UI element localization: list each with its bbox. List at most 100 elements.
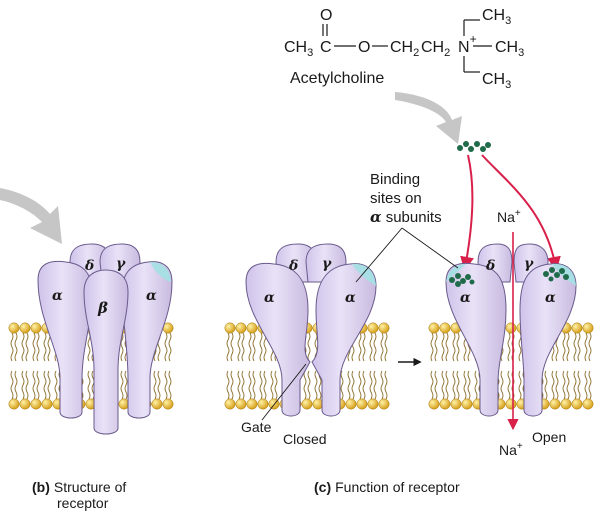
lipid-tail (500, 370, 504, 400)
svg-text:α subunits: α subunits (370, 208, 442, 226)
lipid-tail (164, 332, 168, 362)
subunit-alpha-b-right: α (146, 288, 157, 304)
carbonyl-oxygen: O (320, 7, 332, 24)
lipid-tail (120, 332, 124, 362)
lipid-head (246, 322, 258, 334)
methylene-1: CH2 (390, 39, 419, 59)
subunit-alpha-open-right: α (545, 290, 556, 306)
lipid-head (8, 322, 20, 334)
lipid-tail (507, 332, 511, 362)
lipid-head (428, 398, 440, 410)
carbonyl-carbon: C (320, 39, 332, 56)
gate-pointer (261, 363, 307, 421)
lipid-tail (551, 370, 555, 400)
ester-oxygen: O (358, 39, 370, 56)
lipid-head (151, 398, 163, 410)
lipid-tail (248, 332, 252, 362)
subunit-delta-closed: δ (288, 258, 298, 274)
lipid-tail (307, 370, 311, 400)
lipid-tail (237, 332, 241, 362)
lipid-tail (441, 370, 445, 400)
lipid-tail (226, 370, 230, 400)
lipid-tail (314, 332, 318, 362)
lipid-tail (441, 332, 445, 362)
receptor-open: δ γ α α (445, 243, 577, 417)
lipid-head (378, 398, 390, 410)
svg-text:Binding: Binding (370, 171, 420, 188)
lipid-tail (380, 332, 384, 362)
lipid-tail (43, 370, 47, 400)
sodium-label-bottom: Na+ (499, 441, 523, 458)
lipid-tail (54, 370, 58, 400)
lipid-tail (573, 370, 577, 400)
lipid-tail (259, 332, 263, 362)
lipid-tail (87, 370, 91, 400)
lipid-tail (270, 370, 274, 400)
lipid-head (367, 322, 379, 334)
bound-acetylcholine-right (543, 267, 569, 282)
acetylcholine-molecule-icon (457, 141, 491, 152)
subunit-alpha-closed-left: α (264, 290, 275, 306)
lipid-tail (157, 370, 161, 400)
lipid-tail (467, 370, 471, 400)
binding-pointer-1 (355, 227, 403, 283)
caption-c: (c)Function of receptor (314, 479, 460, 495)
lipid-tail (21, 370, 25, 400)
lipid-tail (241, 332, 245, 362)
lipid-tail (168, 370, 172, 400)
lipid-tail (241, 370, 245, 400)
lipid-tail (43, 332, 47, 362)
lipid-tail (562, 370, 566, 400)
lipid-tail (237, 370, 241, 400)
lipid-tail (248, 370, 252, 400)
lipid-tail (32, 370, 36, 400)
lipid-tail (474, 370, 478, 400)
lipid-tail (153, 370, 157, 400)
lipid-tail (10, 332, 14, 362)
lipid-tail (566, 370, 570, 400)
lipid-tail (252, 370, 256, 400)
lipid-head (582, 398, 594, 410)
svg-text:sites on: sites on (370, 190, 422, 207)
lipid-tail (456, 370, 460, 400)
methylene-2: CH2 (421, 39, 450, 59)
closed-label: Closed (283, 431, 327, 447)
methyl-bottom: CH3 (482, 71, 511, 91)
lipid-tail (36, 370, 40, 400)
subunit-beta-b: β (97, 299, 108, 317)
lipid-tail (445, 370, 449, 400)
lipid-tail (445, 332, 449, 362)
receptor-structure: δ γ α β α (37, 243, 173, 435)
lipid-head (41, 398, 53, 410)
binding-pointer-2 (401, 227, 459, 269)
lipid-head (450, 398, 462, 410)
lipid-tail (21, 332, 25, 362)
subunit-alpha-open-left: α (460, 290, 471, 306)
gray-arrow-top (395, 92, 462, 144)
subunit-delta-open: δ (485, 258, 495, 274)
lipid-tail (369, 332, 373, 362)
lipid-tail (14, 332, 18, 362)
lipid-tail (362, 332, 366, 362)
lipid-tail (588, 370, 592, 400)
lipid-tail (47, 332, 51, 362)
lipid-tail (274, 370, 278, 400)
lipid-head (439, 322, 451, 334)
lipid-head (571, 322, 583, 334)
lipid-tail (10, 370, 14, 400)
lipid-tail (25, 370, 29, 400)
methyl-right: CH3 (495, 39, 524, 59)
lipid-tail (384, 332, 388, 362)
open-label: Open (532, 429, 566, 445)
acetylcholine-formula: O CH3 C O CH2 CH2 N+ CH3 CH3 CH3 (284, 7, 524, 91)
lipid-tail (584, 370, 588, 400)
lipid-head (224, 398, 236, 410)
lipid-tail (573, 332, 577, 362)
subunit-gamma-open: γ (524, 256, 534, 272)
lipid-tail (307, 332, 311, 362)
lipid-head (428, 322, 440, 334)
lipid-head (246, 398, 258, 410)
lipid-head (8, 398, 20, 410)
lipid-tail (577, 370, 581, 400)
